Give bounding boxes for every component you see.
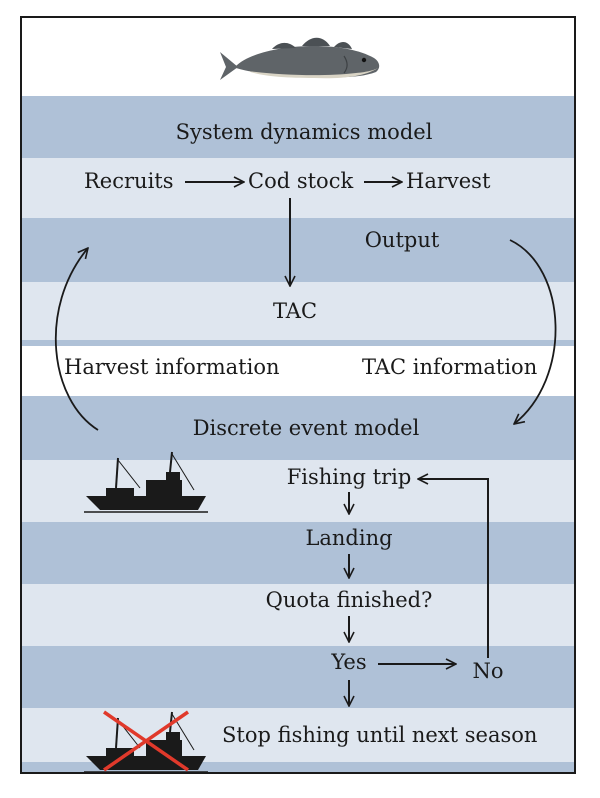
cross-mark-icon [103, 710, 189, 772]
event-model-title: Discrete event model [192, 416, 420, 440]
tac-information-label: TAC information [362, 355, 538, 379]
band-system-flow [22, 158, 574, 218]
fishing-vessel-icon [84, 451, 208, 513]
band-tac [22, 282, 574, 340]
band-divider [22, 96, 574, 100]
tac-label: TAC [272, 299, 318, 323]
band-divider [22, 396, 574, 402]
arrow-harvest-information [54, 248, 99, 431]
band-divider [22, 340, 574, 346]
no-label: No [472, 659, 504, 683]
fishing-vessel-crossed-icon [84, 710, 208, 772]
harvest-label: Harvest [406, 169, 491, 193]
system-model-title: System dynamics model [175, 120, 433, 144]
cod-stock-label: Cod stock [248, 169, 354, 193]
band-system-title [22, 100, 574, 158]
cod-fish-icon [220, 37, 380, 80]
arrow-tac-information [509, 239, 557, 424]
arrow-no-to-fishing-trip [418, 479, 489, 658]
yes-label: Yes [331, 650, 367, 674]
fishing-trip-label: Fishing trip [286, 465, 412, 489]
band-decision [22, 646, 574, 708]
stop-fishing-label: Stop fishing until next season [222, 723, 538, 747]
quota-finished-label: Quota finished? [265, 588, 433, 612]
band-output [22, 218, 574, 282]
band-landing [22, 522, 574, 584]
harvest-information-label: Harvest information [64, 355, 280, 379]
band-divider [22, 762, 574, 772]
landing-label: Landing [305, 526, 393, 550]
recruits-label: Recruits [84, 169, 174, 193]
diagram-graphics [54, 37, 557, 772]
output-label: Output [364, 228, 440, 252]
band-quota [22, 584, 574, 646]
band-event-title [22, 402, 574, 460]
diagram-frame: System dynamics model Recruits Cod stock… [20, 16, 576, 774]
